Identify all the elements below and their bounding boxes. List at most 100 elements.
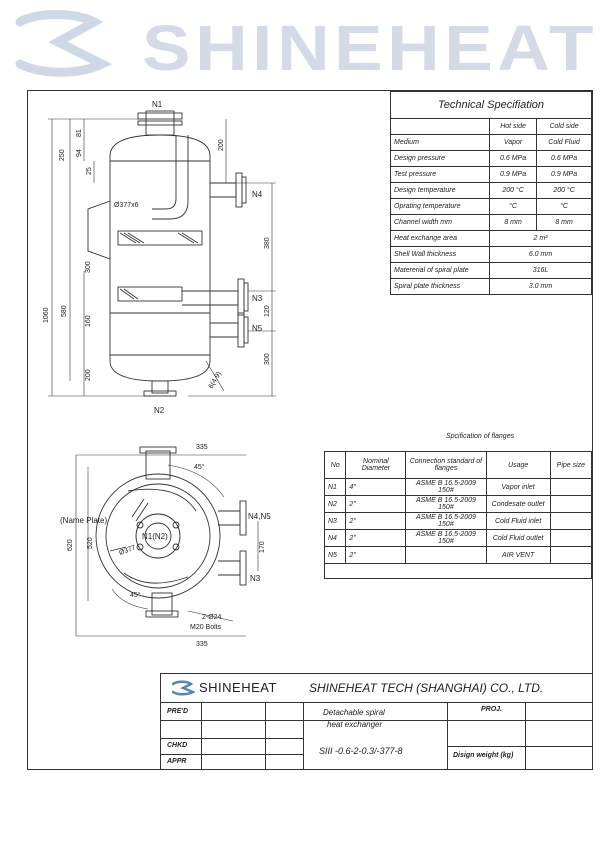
- dim-6: 6(4.9): [208, 371, 223, 390]
- flange-cell: ASME B 16.5-2009 150#: [405, 478, 487, 496]
- dim-160: 160: [85, 315, 92, 327]
- flange-header-cell: No: [323, 451, 347, 479]
- dim-335-bottom: 335: [196, 641, 208, 648]
- dim-377-plan: Ø377: [118, 544, 137, 556]
- spec-cell: 0.6 MPa: [536, 150, 592, 167]
- flange-cell: ASME B 16.5-2009 150#: [405, 529, 487, 547]
- plan-dimensions: [75, 454, 259, 637]
- spec-cell: 316L: [489, 262, 592, 279]
- flange-cell: ASME B 16.5-2009 150#: [405, 495, 487, 513]
- logo-text: SHINEHEAT: [199, 680, 277, 695]
- spec-cell: Medium: [390, 134, 490, 151]
- spec-cell: 8 mm: [488, 214, 538, 231]
- bolts-spec: 2-Ø24: [202, 614, 222, 621]
- name-plate-label: (Name Plate): [60, 516, 107, 525]
- nozzle-label-n3-plan: N3: [250, 574, 261, 583]
- spec-cell: 200 °C: [536, 182, 592, 199]
- label-pre: PRE'D: [167, 708, 189, 715]
- flange-cell: [549, 495, 593, 513]
- nozzle-label-n4: N4: [252, 190, 263, 199]
- spec-cell: Vapor: [488, 134, 538, 151]
- flange-header-cell: Nominal Diameter: [345, 451, 407, 479]
- flange-cell: [549, 478, 593, 496]
- spec-cell: Test pressure: [390, 166, 490, 183]
- spec-cell: Oprating temperature: [390, 198, 490, 215]
- bolts-size: M20 Bolts: [190, 624, 222, 631]
- dim-94: 94: [76, 149, 83, 157]
- spec-header-hot: Hot side: [488, 118, 538, 135]
- flange-cell: N3: [323, 512, 347, 530]
- spec-cell: °C: [536, 198, 592, 215]
- spec-cell: 0.9 MPa: [488, 166, 538, 183]
- dim-45-a: 45°: [194, 463, 205, 471]
- dim-45-b: 45°: [130, 591, 141, 599]
- label-proj: PROJ.: [481, 706, 503, 713]
- dim-25: 25: [86, 167, 93, 175]
- dim-580: 580: [61, 305, 68, 317]
- title-block: SHINEHEAT SHINEHEAT TECH (SHANGHAI) CO.,…: [160, 673, 593, 770]
- spec-title: Technical Specifiation: [390, 91, 592, 119]
- flange-cell: Cold Fluid inlet: [485, 512, 551, 530]
- spec-cell: Spiral plate thickness: [390, 278, 490, 295]
- flange-cell: N1: [323, 478, 347, 496]
- flange-cell: [549, 512, 593, 530]
- label-appr: APPR: [167, 758, 187, 765]
- flange-cell: 2": [345, 512, 407, 530]
- dim-300-a: 300: [85, 261, 92, 273]
- flange-cell: Vapor inlet: [485, 478, 551, 496]
- flange-cell: N5: [323, 546, 347, 564]
- technical-drawing: N1 N4 N3 N5 N2 N4,N5 N3 N1(N2) 250 81 94…: [43, 100, 276, 648]
- vessel-plan-view: [95, 446, 247, 618]
- flange-cell: 2": [345, 529, 407, 547]
- watermark-logo-icon: [15, 10, 113, 77]
- front-dimensions: [48, 118, 276, 397]
- spec-row: Oprating temperature°C°C: [390, 198, 592, 215]
- dim-170: 170: [259, 541, 266, 553]
- nozzle-label-n1: N1: [152, 100, 163, 109]
- spec-cell: Heat exchange area: [390, 230, 490, 247]
- dim-380: 380: [264, 237, 271, 249]
- flange-cell: N2: [323, 495, 347, 513]
- company-name: SHINEHEAT TECH (SHANGHAI) CO., LTD.: [309, 681, 544, 695]
- spec-cell: °C: [488, 198, 538, 215]
- spec-cell: Design pressure: [390, 150, 490, 167]
- dim-300-b: 300: [264, 353, 271, 365]
- spec-cell: 200 °C: [488, 182, 538, 199]
- brand-watermark: SHINEHEAT: [15, 10, 594, 80]
- spec-cell: 2 m²: [489, 230, 592, 247]
- flange-cell: [405, 546, 487, 564]
- flange-header-cell: Connection standard of flanges: [405, 451, 487, 479]
- dim-335-top: 335: [196, 444, 208, 451]
- dim-120: 120: [264, 305, 271, 317]
- spec-cell: Design temperature: [390, 182, 490, 199]
- model-number: SIII -0.6-2-0.3/-377-8: [319, 746, 403, 756]
- flange-cell: [549, 546, 593, 564]
- label-chkd: CHKD: [167, 742, 188, 749]
- label-weight: Disign weight (kg): [453, 752, 514, 759]
- nozzle-label-n4n5: N4,N5: [248, 512, 271, 521]
- nozzle-label-n1n2: N1(N2): [142, 532, 168, 541]
- spec-cell: 3.0 mm: [489, 278, 592, 295]
- flange-header-cell: Pipe size: [549, 451, 593, 479]
- dim-1060: 1060: [43, 307, 50, 323]
- flange-cell: ASME B 16.5-2009 150#: [405, 512, 487, 530]
- dim-200-top: 200: [218, 139, 225, 151]
- flange-cell: Condesate outlet: [485, 495, 551, 513]
- spec-cell: 0.6 MPa: [488, 150, 538, 167]
- spec-header-blank: [390, 118, 490, 135]
- spec-cell: Matererial of spiral plate: [390, 262, 490, 279]
- product-line-1: Detachable spiral: [323, 708, 385, 717]
- nozzle-label-n3: N3: [252, 294, 263, 303]
- nozzle-label-n5: N5: [252, 324, 263, 333]
